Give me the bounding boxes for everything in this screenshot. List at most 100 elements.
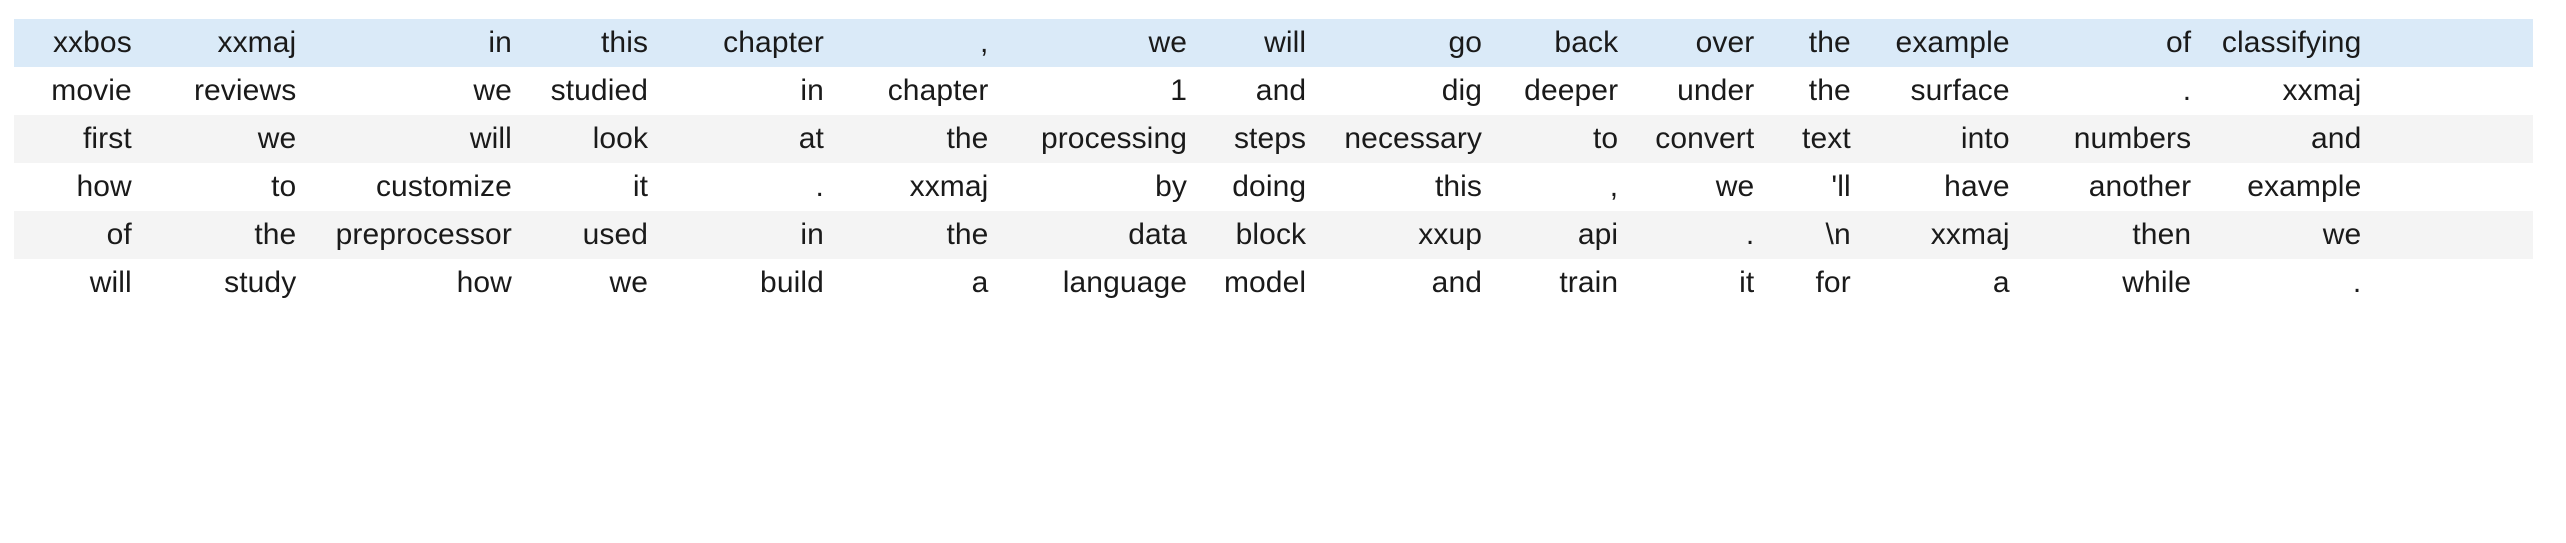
token-cell bbox=[2368, 67, 2533, 115]
token-cell: a bbox=[971, 266, 989, 299]
token-cell: 1 bbox=[1170, 74, 1188, 107]
token-cell: reviews bbox=[193, 74, 297, 107]
token-cell: have bbox=[1944, 170, 2010, 203]
token-cell: chapter bbox=[723, 26, 824, 59]
token-cell: xxup bbox=[1418, 218, 1483, 251]
token-cell: model bbox=[1223, 266, 1307, 299]
token-cell: numbers bbox=[2073, 122, 2192, 155]
token-cell: movie bbox=[51, 74, 132, 107]
token-cell: convert bbox=[1655, 122, 1755, 155]
token-cell: api bbox=[1577, 218, 1619, 251]
token-cell: into bbox=[1960, 122, 2010, 155]
token-cell: this bbox=[600, 26, 649, 59]
token-cell: go bbox=[1448, 26, 1483, 59]
token-cell: for bbox=[1815, 266, 1851, 299]
token-cell: to bbox=[271, 170, 297, 203]
token-cell: the bbox=[1808, 26, 1851, 59]
token-cell: at bbox=[798, 122, 824, 155]
token-cell: xxbos bbox=[52, 26, 132, 59]
token-cell: first bbox=[82, 122, 132, 155]
token-cell: then bbox=[2132, 218, 2192, 251]
token-cell: another bbox=[2088, 170, 2192, 203]
token-cell: data bbox=[1128, 218, 1188, 251]
token-cell: train bbox=[1559, 266, 1619, 299]
token-cell: deeper bbox=[1524, 74, 1619, 107]
token-cell: . bbox=[2182, 74, 2192, 107]
token-cell: the bbox=[254, 218, 297, 251]
table-row[interactable]: xxbos xxmaj in this chapter, we will go back over… bbox=[14, 19, 2533, 67]
token-cell: in bbox=[800, 74, 824, 107]
table-row[interactable]: how to customize it. xxmaj by doing this, we 'll h… bbox=[14, 163, 2533, 211]
token-cell: . bbox=[815, 170, 824, 203]
token-cell: and bbox=[1255, 74, 1307, 107]
token-cell: it bbox=[632, 170, 649, 203]
token-cell: . bbox=[1745, 218, 1755, 251]
token-cell: xxmaj bbox=[2282, 74, 2362, 107]
token-cell: we bbox=[609, 266, 649, 299]
token-cell: dig bbox=[1441, 74, 1483, 107]
token-cell: example bbox=[1895, 26, 2010, 59]
token-cell: necessary bbox=[1344, 122, 1483, 155]
token-cell: of bbox=[2165, 26, 2192, 59]
token-cell: chapter bbox=[887, 74, 989, 107]
token-cell: text bbox=[1802, 122, 1851, 155]
token-cell: studied bbox=[550, 74, 649, 107]
token-cell bbox=[2368, 211, 2533, 259]
token-cell: steps bbox=[1233, 122, 1307, 155]
token-cell: \n bbox=[1825, 218, 1851, 251]
token-cell: look bbox=[592, 122, 649, 155]
token-cell: build bbox=[760, 266, 824, 299]
token-cell: processing bbox=[1040, 122, 1188, 155]
token-cell: . bbox=[2352, 266, 2362, 299]
token-cell: we bbox=[1715, 170, 1755, 203]
token-cell: and bbox=[2311, 122, 2362, 155]
token-cell: this bbox=[1434, 170, 1483, 203]
token-cell bbox=[2368, 259, 2533, 307]
token-cell: study bbox=[224, 266, 297, 299]
token-cell: we bbox=[1148, 26, 1188, 59]
token-cell bbox=[2368, 163, 2533, 211]
token-cell: customize bbox=[375, 170, 512, 203]
token-cell: xxmaj bbox=[909, 170, 989, 203]
token-cell: how bbox=[456, 266, 512, 299]
token-cell: of bbox=[106, 218, 132, 251]
token-cell: we bbox=[257, 122, 297, 155]
token-cell bbox=[2368, 19, 2533, 67]
token-cell: classifying bbox=[2221, 26, 2362, 59]
token-cell: the bbox=[946, 218, 989, 251]
table-row[interactable]: of the preprocessor used in the data block xxup a… bbox=[14, 211, 2533, 259]
token-cell: while bbox=[2122, 266, 2192, 299]
token-cell bbox=[2368, 115, 2533, 163]
token-cell: how bbox=[76, 170, 132, 203]
token-cell: over bbox=[1695, 26, 1755, 59]
token-cell: block bbox=[1235, 218, 1307, 251]
token-cell: will bbox=[1264, 26, 1307, 59]
token-cell: we bbox=[473, 74, 512, 107]
token-cell: in bbox=[488, 26, 512, 59]
token-cell: the bbox=[946, 122, 989, 155]
token-cell: it bbox=[1739, 266, 1755, 299]
token-cell: , bbox=[980, 26, 989, 59]
token-cell: preprocessor bbox=[335, 218, 512, 251]
token-cell: will bbox=[469, 122, 512, 155]
token-cell: in bbox=[800, 218, 824, 251]
token-cell: 'll bbox=[1831, 170, 1851, 203]
token-cell: xxmaj bbox=[1930, 218, 2010, 251]
table-row[interactable]: movie reviews we studied in chapter 1 and dig dee… bbox=[14, 67, 2533, 115]
table-row[interactable]: first we will look at the processing steps neces… bbox=[14, 115, 2533, 163]
token-cell: language bbox=[1062, 266, 1188, 299]
token-cell: used bbox=[582, 218, 649, 251]
table-body: xxbos xxmaj in this chapter, we will go back over… bbox=[14, 19, 2533, 307]
token-cell: by bbox=[1155, 170, 1188, 203]
token-cell: we bbox=[2322, 218, 2362, 251]
token-cell: xxmaj bbox=[217, 26, 297, 59]
token-cell: and bbox=[1431, 266, 1483, 299]
token-cell: , bbox=[1609, 170, 1619, 203]
token-cell: back bbox=[1554, 26, 1619, 59]
token-cell: to bbox=[1592, 122, 1619, 155]
token-cell: a bbox=[1992, 266, 2010, 299]
token-cell: doing bbox=[1232, 170, 1307, 203]
token-cell: example bbox=[2247, 170, 2362, 203]
